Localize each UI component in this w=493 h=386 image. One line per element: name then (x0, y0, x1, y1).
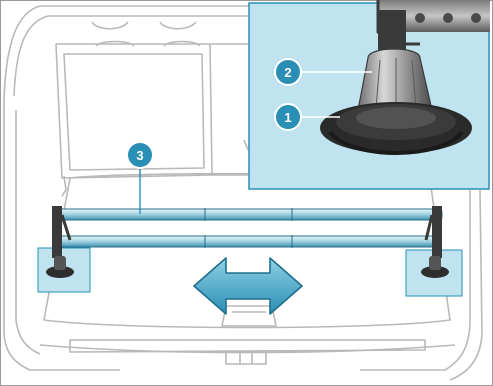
callout-2-label: 2 (284, 65, 291, 80)
detail-inset: 2 1 (249, 0, 490, 189)
right-post (432, 206, 442, 258)
upper-rail (54, 209, 442, 220)
callout-3-label: 3 (136, 148, 143, 163)
left-post (52, 206, 62, 258)
lower-rail (58, 236, 440, 247)
callout-1-label: 1 (284, 110, 291, 125)
inset-post (378, 10, 406, 50)
